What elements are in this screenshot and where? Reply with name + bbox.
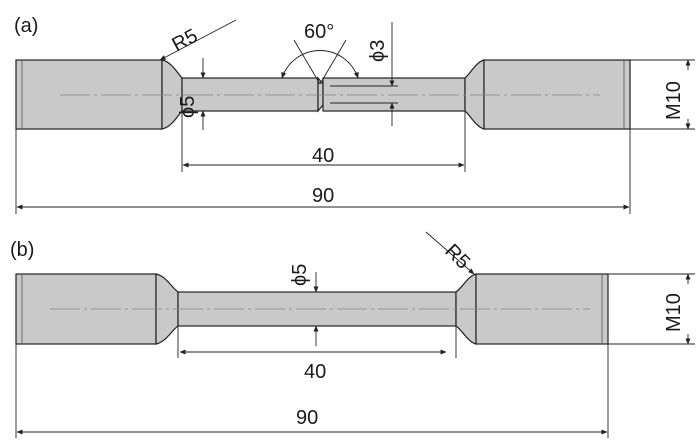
total-length-b-label: 90 xyxy=(296,407,318,429)
radius-a-leader xyxy=(159,19,237,61)
total-length-a-label: 90 xyxy=(312,185,334,207)
gauge-diameter-b-label: ϕ5 xyxy=(289,264,311,286)
specimen-a-left-grip xyxy=(15,59,163,130)
thread-b-label: M10 xyxy=(663,293,685,332)
gauge-length-a-label: 40 xyxy=(312,145,334,167)
specimen-a-body xyxy=(15,59,631,130)
radius-b-leader xyxy=(425,231,475,275)
thread-a-label: M10 xyxy=(663,81,685,120)
specimen-a-right-fillet xyxy=(464,59,485,130)
specimen-a-gauge-left xyxy=(181,77,319,112)
angle-a-arc xyxy=(281,50,359,79)
radius-b-label: R5 xyxy=(440,240,474,274)
specimen-b-body xyxy=(15,273,609,345)
specimen-a-gauge-right xyxy=(322,77,466,112)
radius-a-label: R5 xyxy=(168,25,201,56)
panel-a: (a) R5 xyxy=(14,15,695,214)
notch-diameter-a-label: ϕ3 xyxy=(367,40,389,62)
specimen-a-right-grip xyxy=(483,59,631,130)
panel-a-label: (a) xyxy=(14,15,38,37)
angle-a-label: 60° xyxy=(304,21,334,43)
panel-b: (b) R5 ϕ5 M10 40 9 xyxy=(10,231,695,438)
panel-b-label: (b) xyxy=(10,239,34,261)
gauge-length-b-label: 40 xyxy=(304,361,326,383)
gauge-diameter-a-label: ϕ5 xyxy=(177,96,199,118)
